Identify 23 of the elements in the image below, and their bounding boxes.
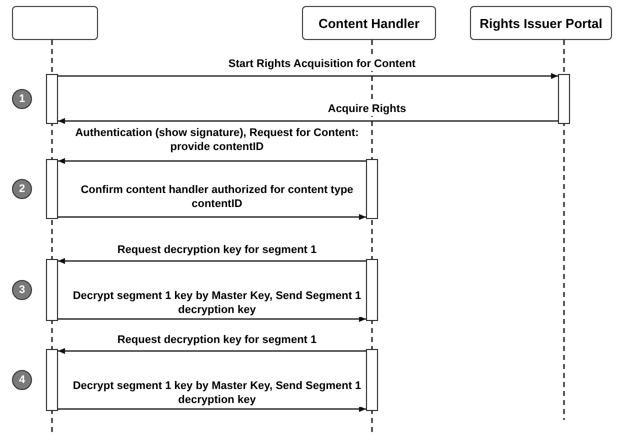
message-arrow	[58, 158, 366, 164]
step-number: 2	[12, 179, 32, 199]
message-arrow	[58, 316, 366, 322]
participant-box	[12, 6, 98, 40]
activation-bar	[46, 259, 58, 321]
message-arrow	[58, 118, 558, 124]
activation-bar	[46, 74, 58, 124]
message-arrow	[58, 406, 366, 412]
activation-bar	[558, 74, 570, 124]
step-number: 4	[12, 370, 32, 390]
message-arrow	[58, 73, 558, 79]
step-number: 3	[12, 280, 32, 300]
activation-bar	[366, 159, 378, 219]
participant-box: Rights Issuer Portal	[470, 6, 612, 40]
activation-bar	[46, 349, 58, 411]
participant-box: Content Handler	[302, 6, 436, 40]
activation-bar	[366, 349, 378, 411]
message-arrow	[58, 348, 366, 354]
step-number: 1	[12, 89, 32, 109]
message-arrow	[58, 214, 366, 220]
message-arrow	[58, 258, 366, 264]
activation-bar	[46, 159, 58, 219]
activation-bar	[366, 259, 378, 321]
